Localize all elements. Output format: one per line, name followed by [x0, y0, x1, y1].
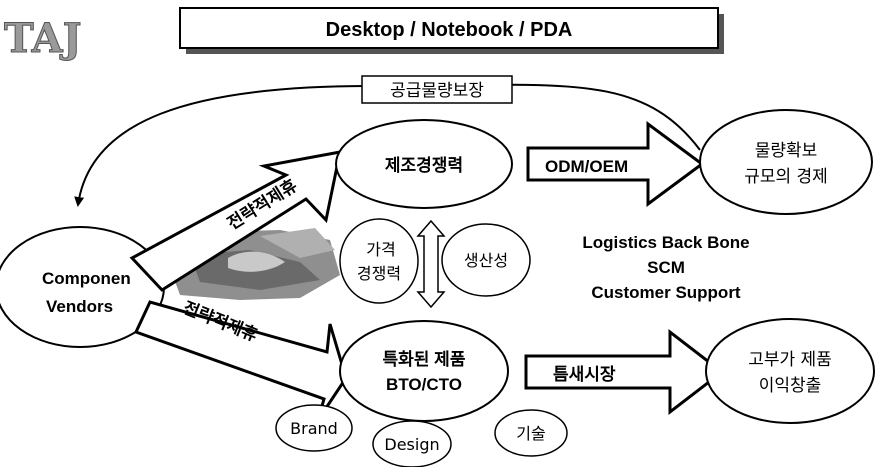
productivity-label: 생산성	[464, 251, 508, 270]
value-ellipse	[705, 318, 875, 424]
vendors-label-line2: Vendors	[46, 297, 113, 316]
niche-label: 틈새시장	[553, 365, 616, 384]
special-label-line1: 특화된 제품	[383, 350, 466, 369]
title-text: Desktop / Notebook / PDA	[326, 19, 573, 41]
supply-label-box	[361, 75, 513, 104]
brand-ellipse	[275, 404, 353, 452]
double-arrow	[416, 219, 446, 309]
odm-arrow	[526, 121, 705, 207]
price-label-line2: 경쟁력	[357, 264, 401, 283]
logistics-label-line3: Customer Support	[591, 283, 741, 302]
mfg-label: 제조경쟁력	[385, 156, 463, 175]
design-label: Design	[384, 435, 439, 454]
logistics-label-line1: Logistics Back Bone	[582, 233, 749, 252]
price-ellipse	[339, 218, 419, 304]
value-label-line2: 이익창출	[759, 376, 822, 396]
niche-arrow	[524, 328, 725, 416]
productivity-ellipse	[441, 223, 531, 297]
volume-label-line2: 규모의 경제	[744, 167, 828, 187]
alliance-arrow-top	[129, 150, 342, 292]
tech-ellipse	[494, 409, 568, 457]
special-label-line2: BTO/CTO	[386, 375, 462, 394]
brand-label: Brand	[290, 419, 338, 438]
odm-label: ODM/OEM	[545, 157, 628, 176]
value-label-line1: 고부가 제품	[748, 350, 832, 370]
special-ellipse	[339, 320, 509, 422]
vendors-label-line1: Componen	[42, 269, 131, 288]
alliance-arrow-bottom	[133, 300, 348, 421]
logo-text: TAJ	[4, 15, 82, 62]
price-label-line1: 가격	[366, 240, 395, 259]
title-box: Desktop / Notebook / PDA	[179, 7, 724, 54]
mfg-ellipse	[335, 119, 513, 209]
design-ellipse	[372, 420, 452, 467]
logo: TAJ	[4, 15, 83, 63]
tech-label: 기술	[516, 424, 545, 443]
supply-label: 공급물량보장	[390, 81, 484, 101]
logistics-label-line2: SCM	[647, 258, 685, 277]
volume-label-line1: 물량확보	[755, 141, 818, 161]
volume-ellipse	[699, 109, 873, 215]
